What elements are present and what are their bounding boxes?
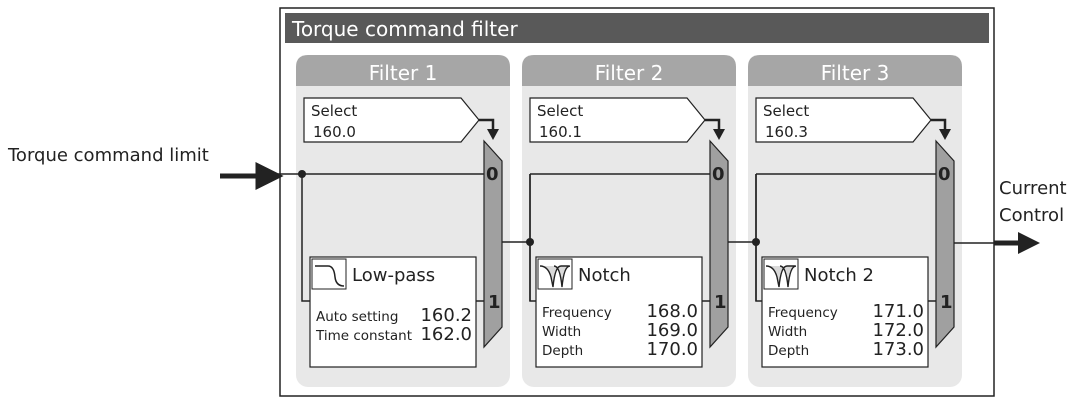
select-arrowhead (487, 129, 499, 140)
select-box (529, 97, 706, 143)
filter-block-title: Low-pass (352, 265, 435, 286)
select-box (303, 97, 480, 143)
select-value: 160.3 (765, 123, 808, 141)
notch-icon (763, 258, 799, 290)
param-value: 172.0 (872, 320, 924, 341)
select-label: Select (537, 102, 583, 120)
select-arrowhead (713, 129, 725, 140)
mux-selector (935, 139, 955, 349)
param-label: Frequency (542, 305, 612, 321)
param-label: Depth (542, 343, 583, 359)
param-value: 170.0 (646, 339, 698, 360)
filter-header-bar (748, 55, 962, 86)
mux-selector (709, 139, 729, 349)
select-arrowhead (939, 129, 951, 140)
filter-header-bar (296, 55, 510, 86)
mux-input-1: 1 (940, 292, 953, 313)
mux-input-1: 1 (488, 292, 501, 313)
select-box (755, 97, 932, 143)
select-value: 160.1 (539, 123, 582, 141)
param-value: 162.0 (420, 324, 472, 345)
mux-selector (483, 139, 503, 349)
signal-chain (278, 170, 994, 301)
param-value: 169.0 (646, 320, 698, 341)
param-value: 160.2 (420, 305, 472, 326)
filter-header-bar (522, 55, 736, 86)
param-value: 168.0 (646, 301, 698, 322)
low-pass-icon (311, 258, 347, 290)
block-input-line (301, 174, 310, 302)
filter-panel-3: Filter 3 Select 160.3 0 1 Notch 2 Frequency 171… (748, 55, 962, 387)
param-label: Frequency (768, 305, 838, 321)
select-value: 160.0 (313, 123, 356, 141)
junction-node (298, 170, 306, 178)
output-label-line2: Control (999, 205, 1064, 226)
param-value: 171.0 (872, 301, 924, 322)
param-label: Depth (768, 343, 809, 359)
select-connector (479, 118, 495, 130)
param-label: Width (768, 324, 807, 340)
mux-input-0: 0 (712, 164, 725, 185)
filter-header: Filter 3 (821, 61, 890, 85)
output-arrowhead (1018, 232, 1040, 254)
select-connector (931, 118, 947, 130)
filter-header: Filter 1 (369, 61, 438, 85)
select-label: Select (311, 102, 357, 120)
param-label: Width (542, 324, 581, 340)
select-connector (705, 118, 721, 130)
param-label: Time constant (315, 328, 412, 344)
param-value: 173.0 (872, 339, 924, 360)
input-label: Torque command limit (7, 145, 209, 166)
filter-header: Filter 2 (595, 61, 664, 85)
diagram-title: Torque command filter (291, 17, 518, 41)
output-label-line1: Current (999, 178, 1067, 199)
select-label: Select (763, 102, 809, 120)
mux-input-0: 0 (486, 164, 499, 185)
param-label: Auto setting (316, 309, 398, 325)
mux-input-0: 0 (938, 164, 951, 185)
title-bar (285, 13, 989, 43)
filter-block-title: Notch (578, 265, 631, 286)
input-arrow (220, 161, 284, 191)
filter-block-title: Notch 2 (804, 265, 874, 286)
notch-icon (537, 258, 573, 290)
mux-input-1: 1 (714, 292, 727, 313)
